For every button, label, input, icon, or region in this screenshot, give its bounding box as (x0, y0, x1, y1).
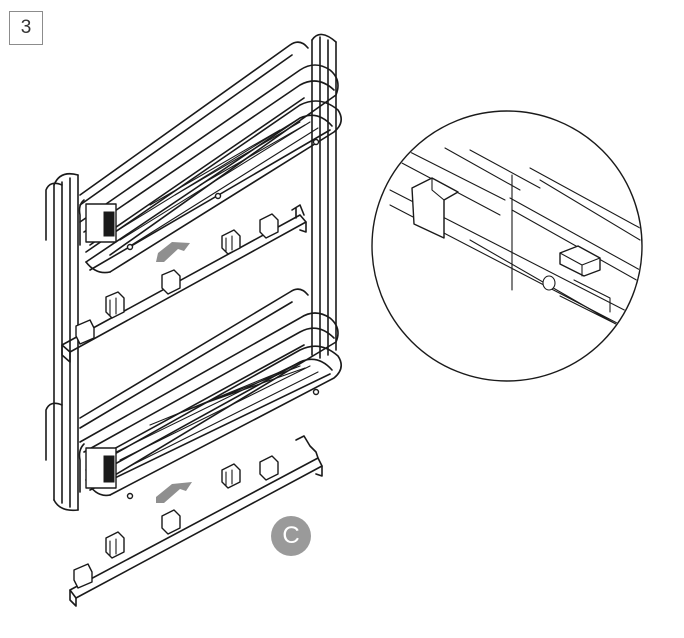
upper-mounting-rail (61, 204, 307, 363)
up-arrow-icon (156, 242, 190, 262)
lower-basket (45, 288, 342, 500)
step-number-box: 3 (9, 11, 43, 45)
up-arrow-icon (156, 482, 192, 503)
callout-badge: C (271, 516, 311, 556)
lower-mounting-rail (69, 435, 323, 607)
step-number: 3 (20, 17, 32, 38)
detail-zoom-circle (371, 110, 643, 382)
upper-basket (45, 41, 342, 274)
callout-letter: C (282, 522, 300, 549)
frame-posts (53, 33, 337, 512)
